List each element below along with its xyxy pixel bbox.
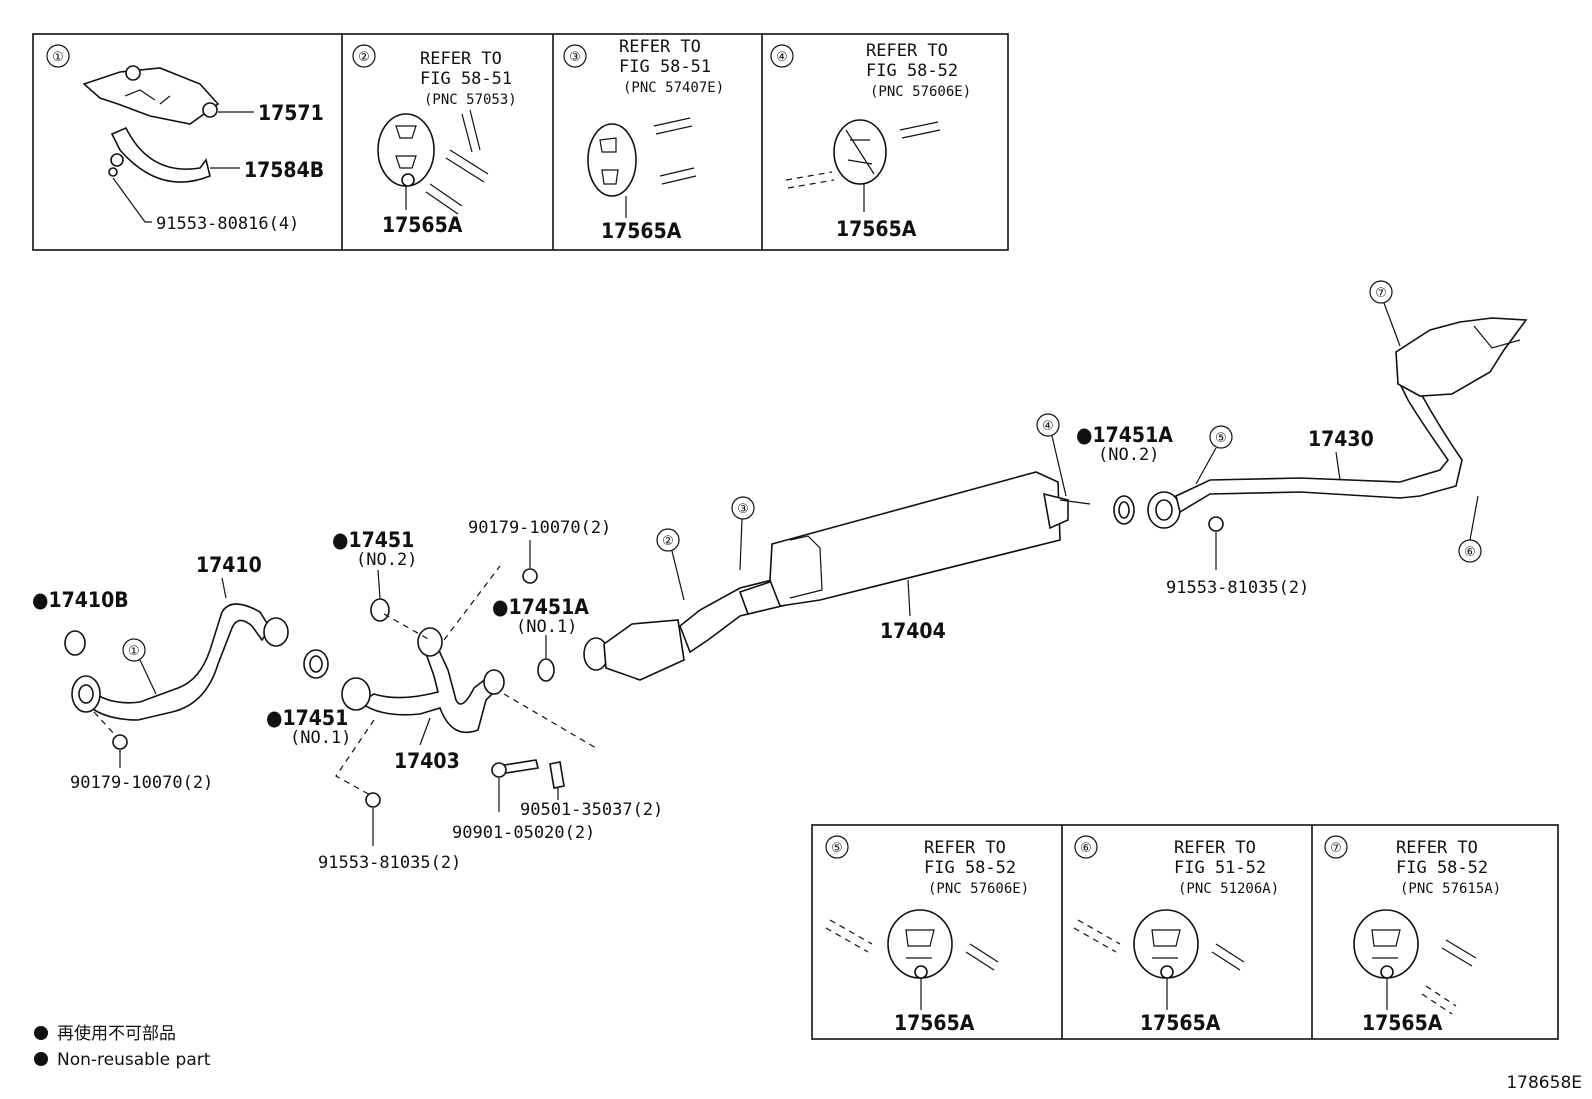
svg-text:REFER TO: REFER TO xyxy=(924,838,1006,858)
bottom-detail-panel: ⑤ REFER TO FIG 58-52 (PNC 57606E) 17565A… xyxy=(811,824,1559,1040)
svg-text:17565A: 17565A xyxy=(1362,1011,1443,1035)
svg-text:(PNC 57606E): (PNC 57606E) xyxy=(870,84,971,100)
panel-7: ⑦ REFER TO FIG 58-52 (PNC 57615A) 17565A xyxy=(1324,835,1501,1035)
muffler-17404: 17404 ② ③ ④ xyxy=(583,413,1091,681)
svg-text:FIG 58-52: FIG 58-52 xyxy=(866,61,958,81)
gasket-17451-no2 xyxy=(370,598,390,622)
svg-text:⑥: ⑥ xyxy=(1464,545,1476,560)
label-17451A-no1: ●17451A xyxy=(492,595,589,619)
svg-text:17565A: 17565A xyxy=(601,219,682,243)
svg-text:⑦: ⑦ xyxy=(1375,286,1387,301)
svg-text:(NO.2): (NO.2) xyxy=(356,550,417,570)
svg-text:17565A: 17565A xyxy=(382,213,463,237)
svg-text:REFER TO: REFER TO xyxy=(1174,838,1256,858)
svg-text:⑤: ⑤ xyxy=(1215,431,1227,446)
panel-1-number: ① xyxy=(52,50,64,65)
label-17410: 17410 xyxy=(196,553,262,577)
panel-2: ② REFER TO FIG 58-51 (PNC 57053) 17565A xyxy=(352,44,517,237)
svg-text:(PNC 51206A): (PNC 51206A) xyxy=(1178,881,1279,897)
svg-text:③: ③ xyxy=(737,502,749,517)
svg-text:REFER TO: REFER TO xyxy=(1396,838,1478,858)
svg-text:⑥: ⑥ xyxy=(1080,841,1092,856)
label-17451A-no2: ●17451A xyxy=(1076,423,1173,447)
panel-3: ③ REFER TO FIG 58-51 (PNC 57407E) 17565A xyxy=(563,37,724,243)
svg-text:(NO.2): (NO.2) xyxy=(1098,445,1159,465)
svg-text:17565A: 17565A xyxy=(894,1011,975,1035)
svg-text:⑤: ⑤ xyxy=(831,841,843,856)
svg-text:(PNC 57053): (PNC 57053) xyxy=(424,92,517,108)
diagram-id: 178658E xyxy=(1506,1073,1582,1093)
svg-text:⑦: ⑦ xyxy=(1330,841,1342,856)
front-pipe-17410: ① ●17410B 17410 90179-10070(2) xyxy=(32,553,289,793)
svg-text:FIG 58-52: FIG 58-52 xyxy=(1396,858,1488,878)
legend-japanese: 再使用不可部品 xyxy=(57,1023,176,1044)
legend-english: Non-reusable part xyxy=(57,1050,211,1070)
svg-text:④: ④ xyxy=(1042,419,1054,434)
svg-text:REFER TO: REFER TO xyxy=(420,49,502,69)
svg-text:FIG 58-52: FIG 58-52 xyxy=(924,858,1016,878)
panel-4: ④ REFER TO FIG 58-52 (PNC 57606E) 17565A xyxy=(770,41,971,241)
label-91553-80816: 91553-80816(4) xyxy=(156,214,299,234)
svg-text:(PNC 57606E): (PNC 57606E) xyxy=(928,881,1029,897)
svg-text:17565A: 17565A xyxy=(1140,1011,1221,1035)
label-90901: 90901-05020(2) xyxy=(452,823,595,843)
panel-1: ① 17571 17584B 91553-80816(4) xyxy=(46,44,324,234)
label-91553-b: 91553-81035(2) xyxy=(1166,578,1309,598)
gasket-17451A-no1 xyxy=(537,658,555,682)
svg-text:(PNC 57615A): (PNC 57615A) xyxy=(1400,881,1501,897)
label-17451-no2: ●17451 xyxy=(332,528,414,552)
center-pipe-17403: 17403 90179-10070(2) ●17451A (NO.1) 9050… xyxy=(318,518,663,873)
label-90179-b: 90179-10070(2) xyxy=(468,518,611,538)
label-91553-a: 91553-81035(2) xyxy=(318,853,461,873)
svg-text:FIG 58-51: FIG 58-51 xyxy=(619,57,711,77)
tail-pipe-17430: 91553-81035(2) 17430 ⑤ ⑥ ⑦ xyxy=(1147,280,1528,598)
label-17571: 17571 xyxy=(258,101,324,125)
svg-text:(PNC 57407E): (PNC 57407E) xyxy=(623,80,724,96)
panel-6: ⑥ REFER TO FIG 51-52 (PNC 51206A) 17565A xyxy=(1073,835,1279,1035)
label-17584B: 17584B xyxy=(244,158,324,182)
svg-text:FIG 58-51: FIG 58-51 xyxy=(420,69,512,89)
label-17410B: ●17410B xyxy=(32,588,129,612)
svg-text:③: ③ xyxy=(569,50,581,65)
panel-5: ⑤ REFER TO FIG 58-52 (PNC 57606E) 17565A xyxy=(825,835,1029,1035)
label-17451-no1: ●17451 xyxy=(266,706,348,730)
label-17404: 17404 xyxy=(880,619,946,643)
svg-text:(NO.1): (NO.1) xyxy=(290,728,351,748)
svg-text:(NO.1): (NO.1) xyxy=(516,617,577,637)
legend: 再使用不可部品 Non-reusable part xyxy=(34,1023,211,1070)
svg-text:REFER TO: REFER TO xyxy=(866,41,948,61)
svg-text:①: ① xyxy=(128,644,140,659)
svg-text:REFER TO: REFER TO xyxy=(619,37,701,57)
label-90179-a: 90179-10070(2) xyxy=(70,773,213,793)
main-assembly: ① ●17410B 17410 90179-10070(2) ●17451 (N… xyxy=(32,280,1528,873)
label-17403: 17403 xyxy=(394,749,460,773)
svg-text:②: ② xyxy=(358,50,370,65)
label-90501: 90501-35037(2) xyxy=(520,800,663,820)
top-detail-panel: ① 17571 17584B 91553-80816(4) ② REFER TO… xyxy=(32,33,1009,251)
svg-text:FIG 51-52: FIG 51-52 xyxy=(1174,858,1266,878)
svg-text:②: ② xyxy=(662,534,674,549)
svg-text:17565A: 17565A xyxy=(836,217,917,241)
label-17430: 17430 xyxy=(1308,427,1374,451)
svg-text:④: ④ xyxy=(776,50,788,65)
